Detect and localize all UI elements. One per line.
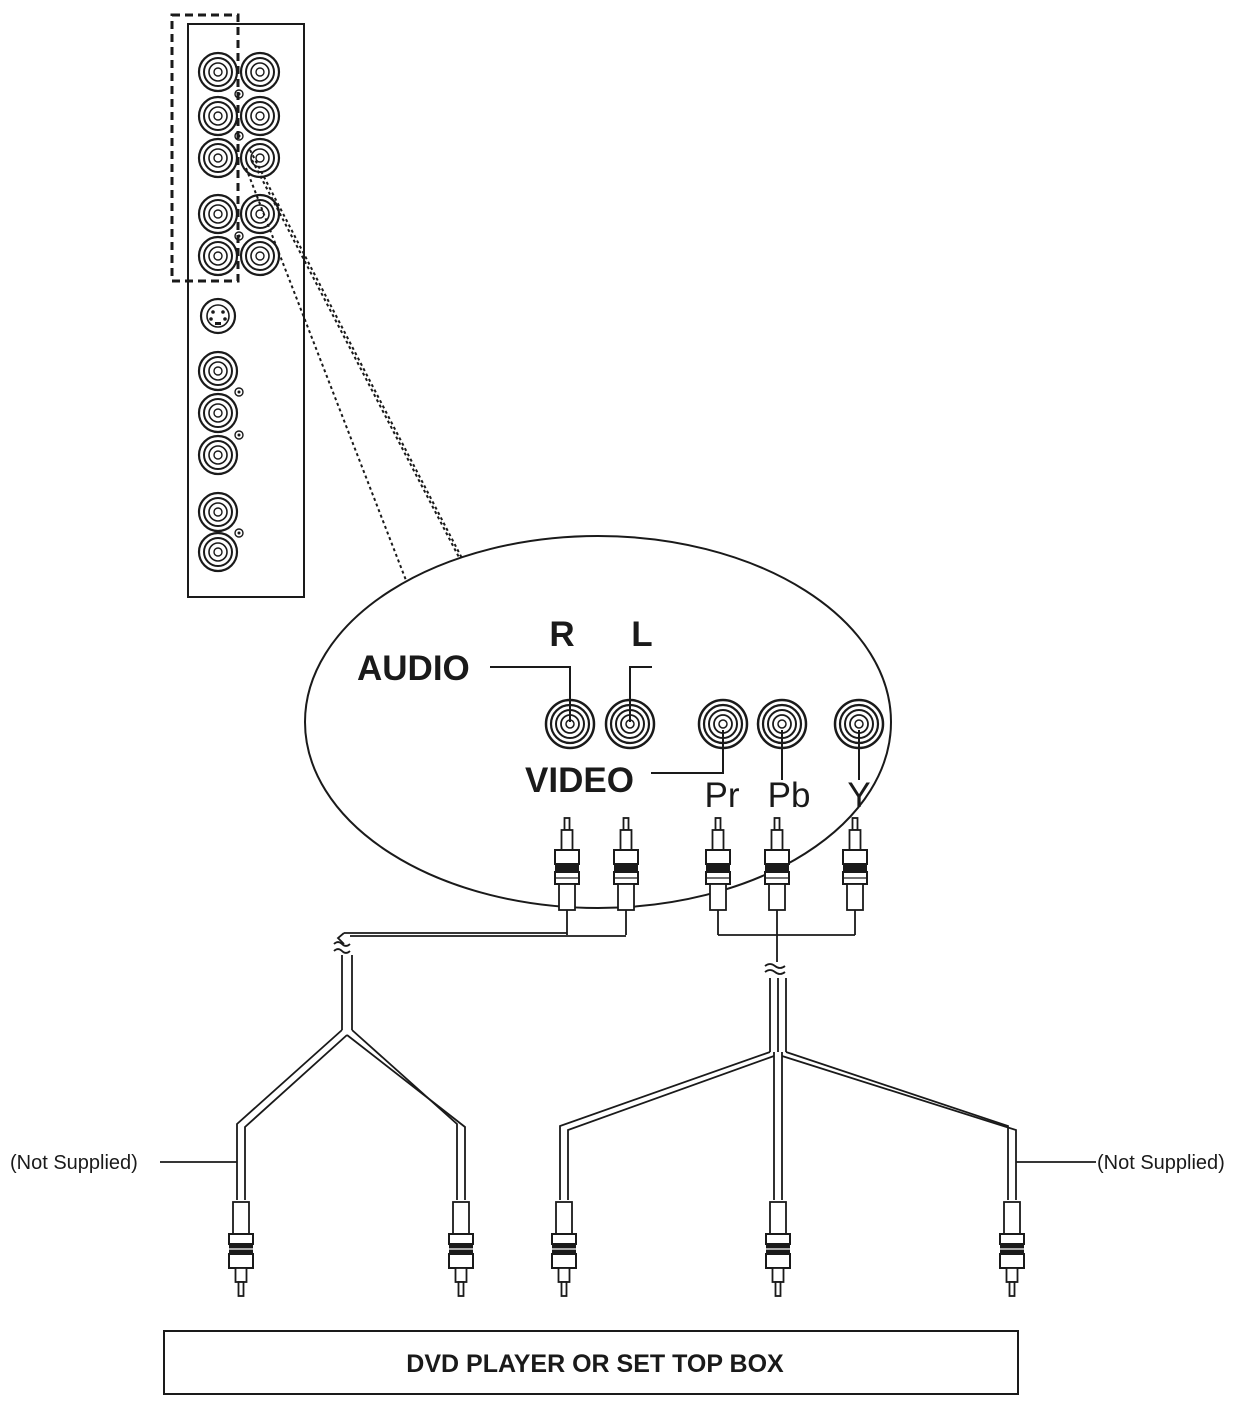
component-plug-lower [999,1201,1025,1297]
audio-plug-lower [448,1201,474,1297]
panel-jack [197,193,239,235]
panel-jack [197,235,239,277]
panel-jack [197,392,239,434]
panel-jack [197,491,239,533]
panel-jack [239,235,281,277]
panel-jack [239,95,281,137]
panel-jack [239,51,281,93]
pb-label: Pb [768,776,811,815]
panel-jack [197,434,239,476]
video-label: VIDEO [525,761,634,800]
audio-plug-lower [228,1201,254,1297]
jack-marker [234,430,244,440]
component-plug-lower [765,1201,791,1297]
y-label: Y [847,776,870,815]
audio-left-label: L [631,615,652,654]
not-supplied-label-left: (Not Supplied) [10,1152,138,1174]
highlight-box [170,13,240,283]
audio-right-label: R [549,615,574,654]
panel-jack [197,51,239,93]
panel-jack [197,137,239,179]
not-supplied-label-right: (Not Supplied) [1097,1152,1225,1174]
component-plug-lower [551,1201,577,1297]
component-cable [559,910,1017,1200]
y-plug [842,817,868,911]
audio-label: AUDIO [357,649,470,688]
magnified-view [304,535,892,909]
panel-jack [197,95,239,137]
jack-marker [234,528,244,538]
panel-jack [239,137,281,179]
tv-side-panel [170,13,305,598]
panel-jack [197,531,239,573]
svideo-jack [199,297,237,335]
pr-label: Pr [705,776,740,815]
panel-jack [239,193,281,235]
av-jack-group [197,350,244,476]
audio-cable [236,910,627,1200]
jack-marker [234,387,244,397]
device-label: DVD PLAYER OR SET TOP BOX [406,1350,784,1378]
zoom-guide-lines [245,149,467,589]
device-side-plugs [228,1201,1025,1297]
device-box: DVD PLAYER OR SET TOP BOX [163,1330,1019,1395]
panel-jack [197,350,239,392]
leader-lines [490,666,860,780]
